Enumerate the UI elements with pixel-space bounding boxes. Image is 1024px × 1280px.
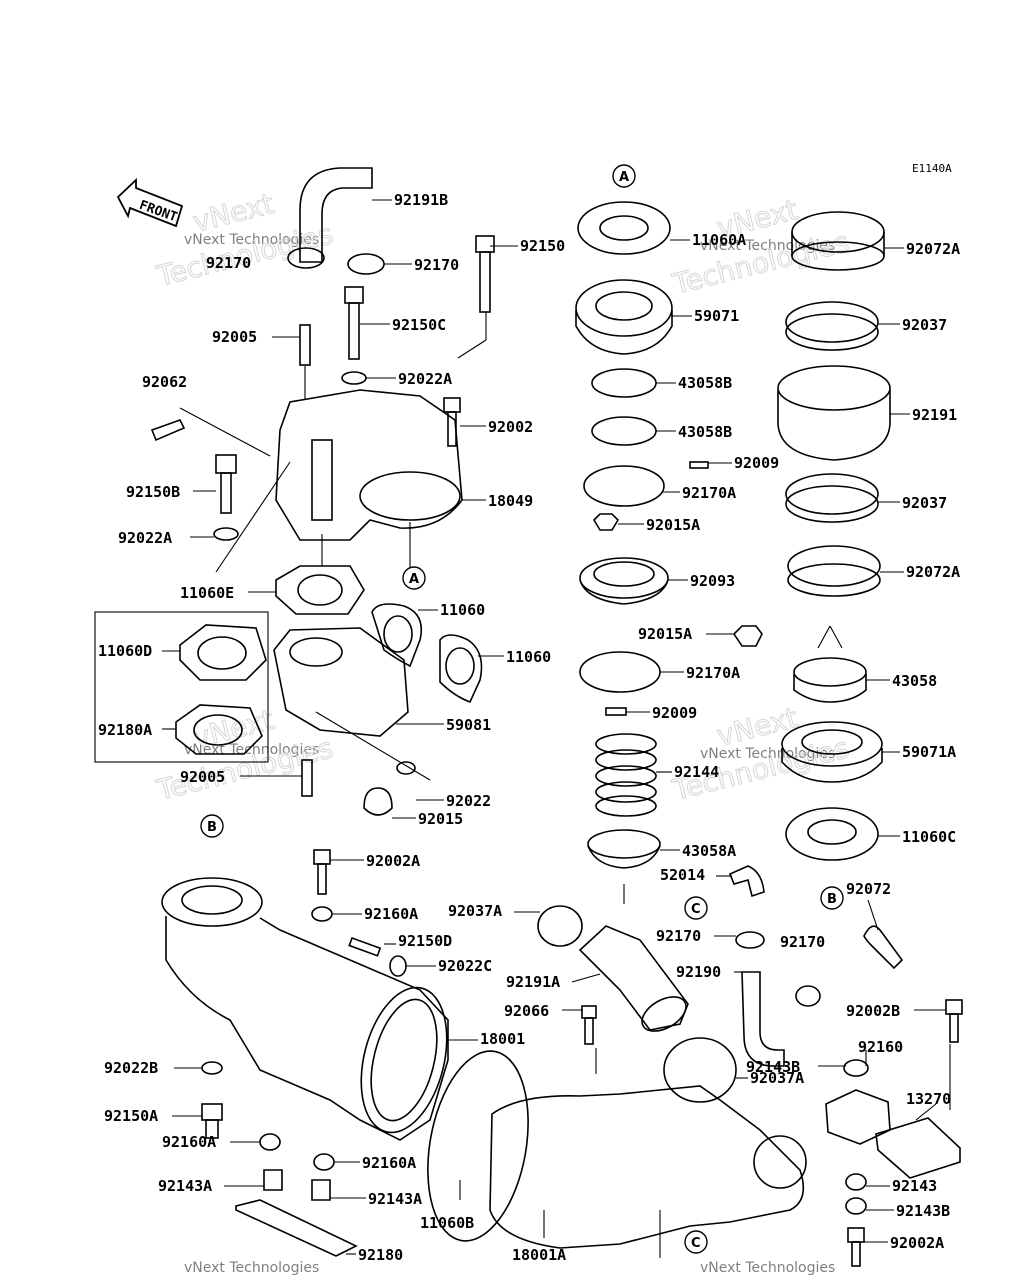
front-arrow-icon: FRONT	[116, 177, 184, 228]
part-label: 92143A	[158, 1177, 212, 1195]
part-label: 11060A	[692, 231, 746, 249]
part-label: 92015	[418, 810, 463, 828]
part-label: 92002A	[890, 1234, 944, 1252]
svg-text:vNext Technologies: vNext Technologies	[184, 232, 319, 248]
part-label: 43058	[892, 672, 937, 690]
part-label: 92009	[652, 704, 697, 722]
ref-marker-a-mid: A	[402, 566, 426, 590]
part-label: 92022C	[438, 957, 492, 975]
part-label: 43058B	[678, 374, 732, 392]
ref-marker-c-lower: C	[684, 1230, 708, 1254]
part-label: 92072A	[906, 563, 960, 581]
part-label: 92143	[892, 1177, 937, 1195]
part-label: 43058A	[682, 842, 736, 860]
reference-markers: A A B B C C	[200, 164, 844, 1254]
svg-text:C: C	[691, 902, 701, 917]
part-label: 92150A	[104, 1107, 158, 1125]
part-label: 92037A	[750, 1069, 804, 1087]
part-label: 92150C	[392, 316, 446, 334]
part-label: 92143B	[746, 1058, 800, 1076]
part-label: 92022A	[118, 529, 172, 547]
svg-text:vNext Technologies: vNext Technologies	[700, 1260, 835, 1276]
part-label: 92015A	[638, 625, 692, 643]
svg-text:vNext Technologies: vNext Technologies	[700, 238, 835, 254]
part-label: 92170A	[686, 664, 740, 682]
part-label: 92022A	[398, 370, 452, 388]
part-labels: 92191B 92170 92170 92150 92150C 92005 92…	[98, 191, 960, 1264]
part-label: 43058B	[678, 423, 732, 441]
part-drawings	[94, 167, 963, 1267]
part-label: 92002B	[846, 1002, 900, 1020]
part-label: 92015A	[646, 516, 700, 534]
svg-text:vNext Technologies: vNext Technologies	[700, 746, 835, 762]
part-label: 92160A	[362, 1154, 416, 1172]
part-label: 11060D	[98, 642, 152, 660]
part-label: 59071	[694, 307, 739, 325]
part-label: 92191	[912, 406, 957, 424]
part-label: 92009	[734, 454, 779, 472]
ref-marker-a-top: A	[612, 164, 636, 188]
part-label: 18049	[488, 492, 533, 510]
part-label: 92022	[446, 792, 491, 810]
part-label: 11060	[440, 601, 485, 619]
part-label: 59081	[446, 716, 491, 734]
part-label: 92160A	[364, 905, 418, 923]
ref-marker-c-52014: C	[684, 896, 708, 920]
part-label: 92191A	[506, 973, 560, 991]
svg-text:A: A	[409, 572, 419, 587]
ref-marker-b-left: B	[200, 814, 224, 838]
svg-text:B: B	[207, 820, 217, 835]
part-label: 92170	[656, 927, 701, 945]
diagram-code: E1140A	[912, 162, 952, 175]
part-label: 92062	[142, 373, 187, 391]
svg-text:vNext Technologies: vNext Technologies	[184, 1260, 319, 1276]
part-label: 92191B	[394, 191, 448, 209]
svg-text:C: C	[691, 1236, 701, 1251]
part-label: 92037	[902, 316, 947, 334]
leader-lines	[162, 199, 951, 1258]
part-label: 52014	[660, 866, 705, 884]
part-label: 13270	[906, 1090, 951, 1108]
part-label: 92170A	[682, 484, 736, 502]
ref-marker-b-right: B	[820, 886, 844, 910]
part-label: 92150D	[398, 932, 452, 950]
part-label: 92002A	[366, 852, 420, 870]
part-label: 92170	[206, 254, 251, 272]
part-label: 11060E	[180, 584, 234, 602]
part-label: 92037A	[448, 902, 502, 920]
part-label: 92002	[488, 418, 533, 436]
part-label: 92160A	[162, 1133, 216, 1151]
part-label: 59071A	[902, 743, 956, 761]
part-label: 92180	[358, 1246, 403, 1264]
part-label: 18001	[480, 1030, 525, 1048]
part-label: 92072A	[906, 240, 960, 258]
watermarks: vNext Technologies vNext Technologies vN…	[152, 186, 852, 1276]
part-label: 92170	[780, 933, 825, 951]
svg-text:A: A	[619, 170, 629, 185]
part-label: 92150B	[126, 483, 180, 501]
part-label: 92037	[902, 494, 947, 512]
part-label: 92143A	[368, 1190, 422, 1208]
part-label: 92180A	[98, 721, 152, 739]
part-label: 92072	[846, 880, 891, 898]
part-label: 92022B	[104, 1059, 158, 1077]
part-label: 92143B	[896, 1202, 950, 1220]
svg-text:B: B	[827, 892, 837, 907]
part-label: 92066	[504, 1002, 549, 1020]
part-label: 92093	[690, 572, 735, 590]
part-label: 11060	[506, 648, 551, 666]
part-label: 11060C	[902, 828, 956, 846]
part-label: 92005	[212, 328, 257, 346]
part-label: 18001A	[512, 1246, 566, 1264]
part-label: 92150	[520, 237, 565, 255]
part-label: 92005	[180, 768, 225, 786]
part-label: 92190	[676, 963, 721, 981]
part-label: 92160	[858, 1038, 903, 1056]
part-label: 92144	[674, 763, 719, 781]
part-label: 92170	[414, 256, 459, 274]
part-label: 11060B	[420, 1214, 474, 1232]
